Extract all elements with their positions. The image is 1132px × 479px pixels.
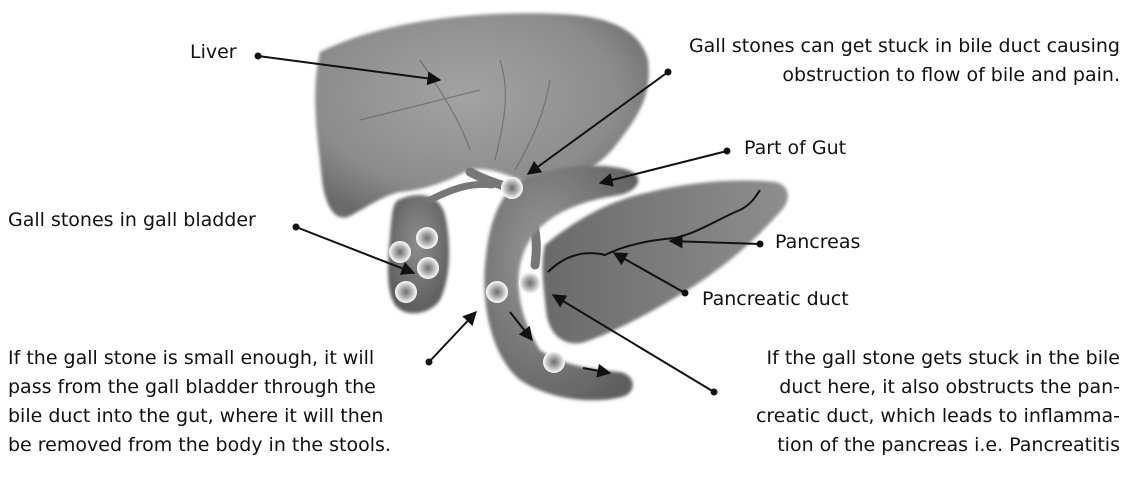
label-line: duct here, it also obstructs the pan- bbox=[756, 373, 1120, 402]
label-line: pass from the gall bladder through the bbox=[8, 373, 391, 402]
label-line: obstruction to flow of bile and pain. bbox=[689, 61, 1120, 90]
label-line: If the gall stone is small enough, it wi… bbox=[8, 344, 391, 373]
label-pancreas: Pancreas bbox=[775, 228, 860, 257]
label-line: be removed from the body in the stools. bbox=[8, 431, 391, 460]
label-gall-stones-gall-bladder: Gall stones in gall bladder bbox=[8, 206, 256, 235]
label-pancreatic-duct: Pancreatic duct bbox=[702, 285, 849, 314]
label-stuck-stone: If the gall stone gets stuck in the bile… bbox=[756, 344, 1120, 460]
label-liver: Liver bbox=[190, 38, 237, 67]
label-line: If the gall stone gets stuck in the bile bbox=[756, 344, 1120, 373]
label-line: creatic duct, which leads to inflamma- bbox=[756, 402, 1120, 431]
label-line: Gall stones can get stuck in bile duct c… bbox=[689, 32, 1120, 61]
label-gall-stones-bile-duct: Gall stones can get stuck in bile duct c… bbox=[689, 32, 1120, 90]
label-line: bile duct into the gut, where it will th… bbox=[8, 402, 391, 431]
label-small-stone: If the gall stone is small enough, it wi… bbox=[8, 344, 391, 460]
label-line: tion of the pancreas i.e. Pancreatitis bbox=[756, 431, 1120, 460]
label-part-of-gut: Part of Gut bbox=[744, 134, 846, 163]
pancreas-shape bbox=[543, 180, 788, 343]
